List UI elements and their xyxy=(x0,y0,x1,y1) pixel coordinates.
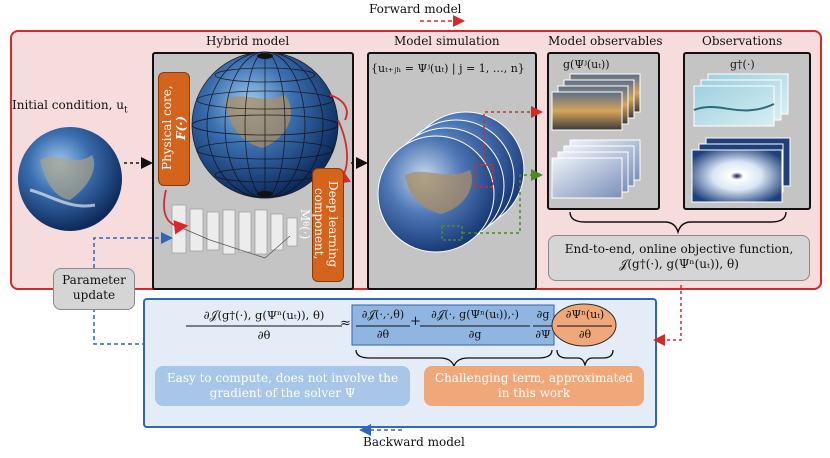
param-update-line1: Parameter xyxy=(62,273,126,287)
grad-t2-num: ∂𝒥(·, g(Ψⁿ(uₜ)),·) xyxy=(431,308,519,321)
grad-t1-num: ∂𝒥(·,·,θ) xyxy=(361,308,405,321)
param-update-line2: update xyxy=(72,288,116,302)
dl-line2-tail: (·) xyxy=(298,225,312,240)
objective-line1: End-to-end, online objective function, xyxy=(564,242,794,256)
objective-line2: 𝒥(g†(·), g(Ψⁿ(uₜ)), θ) xyxy=(619,257,739,271)
observables-brace xyxy=(569,211,787,235)
hybrid-globe-image xyxy=(191,51,339,199)
hard-term-highlight xyxy=(551,303,617,347)
core-to-dl-curve xyxy=(163,189,189,235)
objective-box: End-to-end, online objective function, 𝒥… xyxy=(548,235,810,281)
physical-core-line1: Physical core, xyxy=(160,85,174,171)
parameter-update-box: Parameter update xyxy=(53,268,135,310)
observation-satellite-images xyxy=(693,73,789,127)
easy-brace xyxy=(355,349,553,368)
simulation-formula: {uₜ₊ⱼₕ = Ψʲ(uₜ) | j = 1, …, n} xyxy=(371,62,525,75)
observables-formula: g(Ψʲ(uₜ)) xyxy=(563,58,610,71)
grad-t4-num: ∂Ψⁿ(uₜ) xyxy=(565,308,605,321)
initial-condition-text: Initial condition, u xyxy=(12,98,124,112)
observables-title: Model observables xyxy=(548,34,663,48)
grad-t1-den: ∂θ xyxy=(376,328,390,341)
hard-note: Challenging term, approximated in this w… xyxy=(424,366,644,406)
simulation-earth-stack xyxy=(377,111,525,253)
hard-line1: Challenging term, approximated xyxy=(434,371,634,385)
dl-line2: component, Mθ(·) xyxy=(298,188,326,259)
dl-line1: Deep learning xyxy=(326,180,340,268)
easy-terms-highlight xyxy=(351,304,555,346)
grad-approx: ≈ xyxy=(340,316,351,331)
physical-core-label: Physical core, F(·) xyxy=(160,78,188,178)
easy-note: Easy to compute, does not involve the gr… xyxy=(155,366,410,406)
observations-title: Observations xyxy=(702,34,783,48)
grad-t3-num: ∂g xyxy=(536,308,550,321)
initial-condition-label: Initial condition, ut xyxy=(12,98,128,115)
dl-line2-sub: θ xyxy=(301,221,310,226)
dl-line2-text: component, M xyxy=(298,188,326,260)
objective-to-gradient-arrow xyxy=(653,285,682,346)
physical-core-line2: F(·) xyxy=(174,115,188,141)
grad-t3-den: ∂Ψ xyxy=(535,328,551,341)
physical-core-tag xyxy=(158,72,190,186)
simulation-title: Model simulation xyxy=(394,34,500,48)
param-update-arrow xyxy=(93,308,143,345)
grad-plus: + xyxy=(410,314,421,329)
hybrid-model-title: Hybrid model xyxy=(206,34,290,48)
easy-line1: Easy to compute, does not involve the xyxy=(166,371,399,385)
hard-line2: in this work xyxy=(497,386,571,400)
deep-learning-tag xyxy=(312,168,344,282)
backward-model-label: Backward model xyxy=(363,435,465,449)
grad-lhs-num: ∂𝒥(g†(·), g(Ψⁿ(uₜ)), θ) xyxy=(203,308,325,322)
easy-line2: gradient of the solver Ψ xyxy=(209,386,356,400)
forward-model-label: Forward model xyxy=(369,2,462,16)
observations-formula: g†(·) xyxy=(730,58,755,71)
observable-storm-images xyxy=(551,139,641,199)
hard-brace xyxy=(556,349,614,368)
param-to-network-arrow xyxy=(93,232,173,268)
neural-network-image xyxy=(171,204,298,259)
grad-t2-den: ∂g xyxy=(468,328,482,341)
observable-sunset-images xyxy=(551,73,641,131)
deep-learning-label: Deep learning component, Mθ(·) xyxy=(298,172,340,276)
initial-condition-sub: t xyxy=(123,105,128,116)
grad-lhs-den: ∂θ xyxy=(257,328,271,342)
observation-hurricane-images xyxy=(691,137,791,203)
green-roi-arrow xyxy=(462,169,543,234)
red-roi-arrow xyxy=(483,106,543,165)
grad-t4-den: ∂θ xyxy=(578,328,592,341)
